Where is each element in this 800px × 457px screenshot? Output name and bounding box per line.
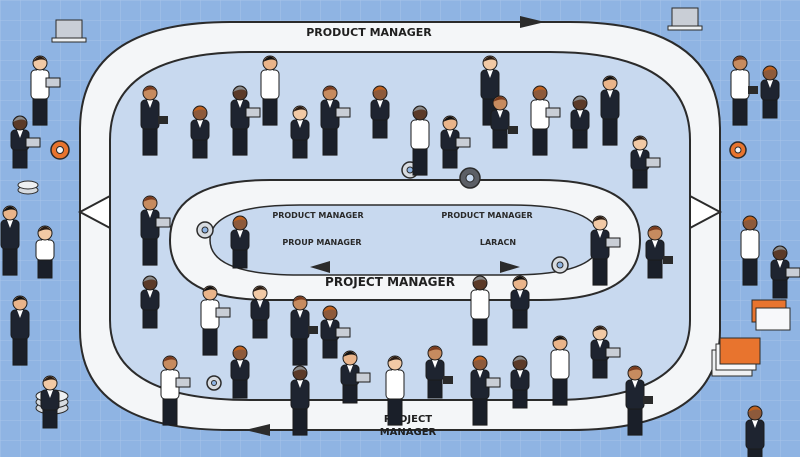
person-figure bbox=[625, 365, 653, 436]
person-figure bbox=[745, 405, 765, 457]
person-figure bbox=[630, 135, 661, 189]
laptop-icon bbox=[335, 107, 351, 118]
arrow-left-icon bbox=[77, 194, 111, 230]
person-figure bbox=[645, 225, 673, 279]
person-figure bbox=[10, 295, 30, 366]
person-figure bbox=[600, 75, 620, 146]
briefcase-icon bbox=[308, 326, 318, 334]
document-stack-icon bbox=[751, 299, 791, 331]
person-figure bbox=[410, 105, 430, 176]
person-figure bbox=[230, 85, 261, 156]
arrow-right-icon bbox=[500, 261, 520, 273]
arrow-left-icon bbox=[310, 261, 330, 273]
person-figure bbox=[385, 355, 405, 426]
inner-loop-track bbox=[168, 179, 642, 301]
person-figure bbox=[140, 195, 171, 266]
arrow-left-icon bbox=[245, 424, 270, 436]
laptop-icon bbox=[25, 137, 41, 148]
person-figure bbox=[260, 55, 280, 126]
person-figure bbox=[320, 85, 351, 156]
laptop-icon bbox=[335, 327, 351, 338]
label-bottom-line2: MANAGER bbox=[380, 427, 437, 438]
laptop-icon bbox=[215, 307, 231, 318]
person-figure bbox=[140, 275, 160, 329]
briefcase-icon bbox=[748, 86, 758, 94]
laptop-icon bbox=[645, 157, 661, 168]
briefcase-icon bbox=[443, 376, 453, 384]
person-figure bbox=[770, 245, 800, 299]
gear-icon bbox=[196, 221, 214, 239]
person-figure bbox=[320, 305, 351, 359]
person-figure bbox=[510, 355, 530, 409]
person-figure bbox=[230, 345, 250, 399]
laptop-icon bbox=[45, 77, 61, 88]
person-figure bbox=[550, 335, 570, 406]
person-figure bbox=[290, 365, 310, 436]
person-figure bbox=[370, 85, 390, 139]
gear-icon bbox=[459, 167, 481, 189]
stacked-disks-icon bbox=[17, 180, 39, 195]
person-figure bbox=[0, 205, 20, 276]
document-stack-icon bbox=[711, 337, 761, 377]
label-center: PROJECT MANAGER bbox=[325, 275, 455, 289]
person-figure bbox=[340, 350, 371, 404]
laptop-icon bbox=[785, 267, 800, 278]
person-figure bbox=[740, 215, 760, 286]
person-figure bbox=[190, 105, 210, 159]
person-figure bbox=[290, 295, 318, 366]
person-figure bbox=[160, 355, 191, 426]
laptop-icon bbox=[605, 347, 621, 358]
person-figure bbox=[570, 95, 590, 149]
person-figure bbox=[200, 285, 231, 356]
person-figure bbox=[760, 65, 780, 119]
person-figure bbox=[35, 225, 55, 279]
person-figure bbox=[590, 215, 621, 286]
people-group bbox=[0, 55, 800, 457]
label-inner-left: PRODUCT MANAGER bbox=[272, 211, 363, 220]
person-figure bbox=[30, 55, 61, 126]
laptop-icon bbox=[355, 372, 371, 383]
briefcase-icon bbox=[663, 256, 673, 264]
laptop-icon bbox=[175, 377, 191, 388]
person-figure bbox=[590, 325, 621, 379]
laptop-icon bbox=[51, 19, 87, 43]
laptop-icon bbox=[605, 237, 621, 248]
briefcase-icon bbox=[643, 396, 653, 404]
briefcase-icon bbox=[158, 116, 168, 124]
laptop-icon bbox=[245, 107, 261, 118]
gear-icon bbox=[729, 141, 747, 159]
person-figure bbox=[140, 85, 168, 156]
label-bottom-line1: PROJECT bbox=[384, 414, 432, 425]
person-figure bbox=[730, 55, 758, 126]
person-figure bbox=[10, 115, 41, 169]
person-figure bbox=[470, 275, 490, 346]
person-figure bbox=[490, 95, 518, 149]
label-inner-right: PRODUCT MANAGER bbox=[441, 211, 532, 220]
label-inner-lower-left: PROUP MANAGER bbox=[282, 238, 361, 247]
laptop-icon bbox=[485, 377, 501, 388]
person-figure bbox=[470, 355, 501, 426]
arrow-right-icon bbox=[520, 16, 545, 28]
laptop-icon bbox=[667, 7, 703, 31]
laptop-icon bbox=[455, 137, 471, 148]
person-figure bbox=[290, 105, 310, 159]
gear-icon bbox=[50, 140, 70, 160]
person-figure bbox=[440, 115, 471, 169]
gear-icon bbox=[206, 375, 222, 391]
person-figure bbox=[425, 345, 453, 399]
label-inner-lower-right: LARACN bbox=[480, 238, 516, 247]
person-figure bbox=[510, 275, 530, 329]
gear-icon bbox=[551, 256, 569, 274]
briefcase-icon bbox=[508, 126, 518, 134]
person-figure bbox=[40, 375, 60, 429]
laptop-icon bbox=[545, 107, 561, 118]
label-top: PRODUCT MANAGER bbox=[306, 26, 432, 39]
arrow-right-icon bbox=[689, 194, 723, 230]
person-figure bbox=[250, 285, 270, 339]
person-figure bbox=[230, 215, 250, 269]
person-figure bbox=[530, 85, 561, 156]
laptop-icon bbox=[155, 217, 171, 228]
